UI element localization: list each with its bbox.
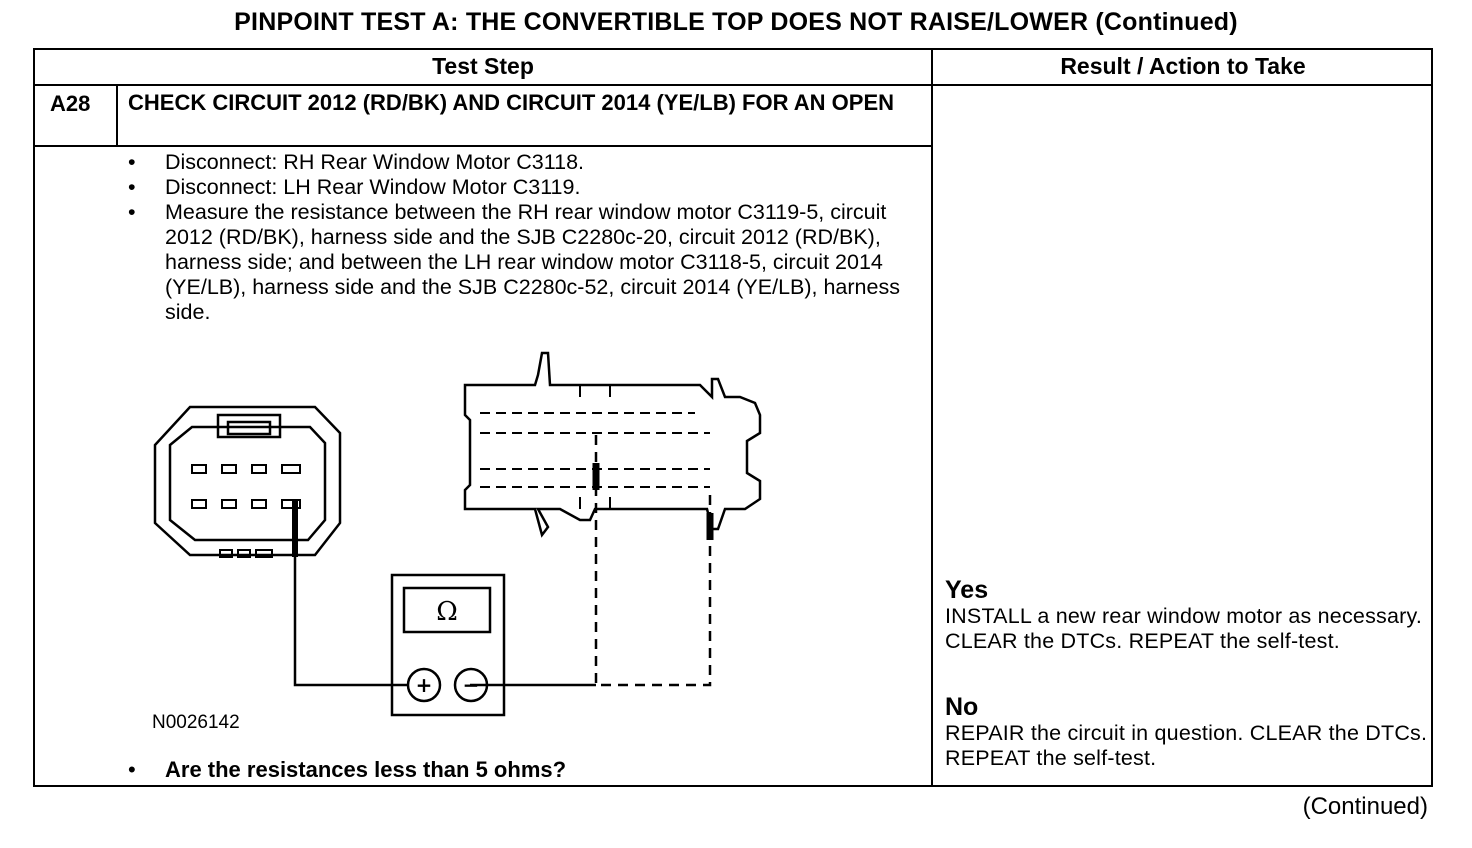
instruction-item: • Disconnect: RH Rear Window Motor C3118. [128, 150, 918, 175]
ohmmeter-display [402, 586, 492, 634]
bullet-glyph: • [128, 200, 136, 224]
test-table [33, 48, 1433, 787]
continued-note: (Continued) [1302, 793, 1428, 820]
header-test-step: Test Step [432, 53, 534, 79]
yes-action: INSTALL a new rear window motor as neces… [945, 604, 1423, 653]
step-id: A28 [50, 91, 91, 116]
ohmmeter-positive-terminal [406, 667, 442, 703]
bullet-glyph: • [128, 175, 136, 199]
column-divider [931, 48, 933, 787]
bullet-glyph: • [128, 757, 136, 782]
wiring-diagram: Ω + − [153, 351, 762, 717]
header-result-action: Result / Action to Take [1060, 53, 1306, 79]
meter-plus-label: + [416, 673, 433, 697]
motor-connector-inner [168, 425, 327, 542]
bullet-glyph: • [128, 150, 136, 174]
wire-positive [293, 555, 408, 687]
motor-connector-latch [216, 413, 282, 439]
ohmmeter-body [390, 573, 506, 717]
meter-minus-label: − [463, 673, 480, 697]
figure-id: N0026142 [152, 712, 240, 733]
ohm-symbol-icon: Ω [436, 597, 458, 627]
instruction-text: Measure the resistance between the RH re… [165, 200, 900, 324]
yes-label: Yes [945, 576, 989, 604]
step-title-divider [33, 145, 933, 147]
step-id-divider [116, 84, 118, 146]
instruction-text: Disconnect: RH Rear Window Motor C3118. [165, 150, 585, 174]
wire-negative-b [596, 495, 712, 687]
question-text: Are the resistances less than 5 ohms? [165, 757, 567, 782]
step-title: CHECK CIRCUIT 2012 (RD/BK) AND CIRCUIT 2… [128, 90, 895, 115]
sjb-connector-body [463, 351, 762, 538]
page-title: PINPOINT TEST A: THE CONVERTIBLE TOP DOE… [234, 8, 1238, 36]
instruction-list: • Disconnect: RH Rear Window Motor C3118.… [128, 150, 918, 325]
instruction-item: • Measure the resistance between the RH r… [128, 200, 918, 325]
question: • Are the resistances less than 5 ohms? [128, 757, 566, 783]
header-divider [33, 84, 1433, 86]
no-label: No [945, 693, 979, 721]
instruction-item: • Disconnect: LH Rear Window Motor C3119. [128, 175, 918, 200]
ohmmeter-negative-terminal [453, 667, 489, 703]
no-action: REPAIR the circuit in question. CLEAR th… [945, 721, 1428, 770]
motor-connector-body [153, 405, 342, 557]
instruction-text: Disconnect: LH Rear Window Motor C3119. [165, 175, 581, 199]
